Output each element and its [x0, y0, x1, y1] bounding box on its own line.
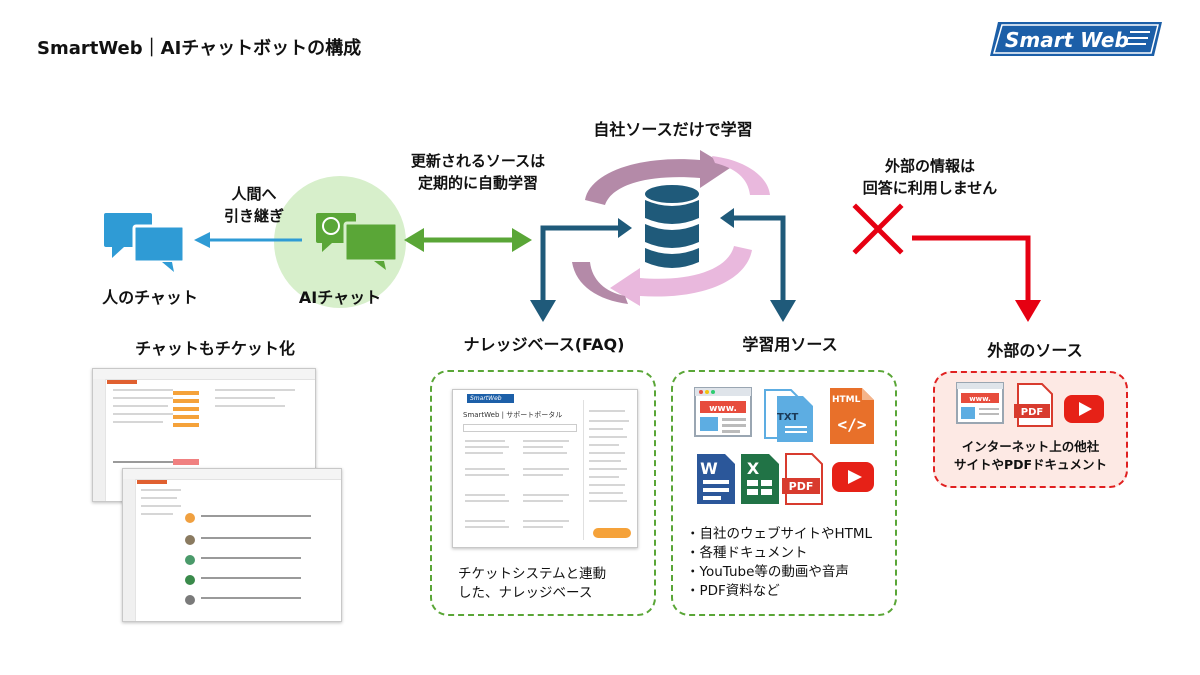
svg-text:X: X	[747, 459, 760, 478]
no-external-x-icon	[852, 203, 904, 255]
svg-text:www.: www.	[969, 395, 991, 403]
ai-chat-icon	[316, 213, 399, 270]
ticket-screenshot-2	[122, 468, 342, 622]
external-youtube-icon	[1064, 395, 1104, 423]
txt-file-icon: TXT	[763, 386, 815, 444]
svg-text:TXT: TXT	[777, 412, 799, 423]
portal-logo: SmartWeb	[467, 394, 514, 403]
support-portal-screenshot: SmartWeb SmartWeb | サポートポータル	[452, 389, 638, 548]
pdf-file-icon: PDF	[780, 452, 828, 506]
svg-text:PDF: PDF	[1021, 407, 1043, 418]
svg-text:PDF: PDF	[789, 480, 814, 493]
logo-text: Smart Web	[1005, 28, 1129, 52]
auto-learn-arrow	[404, 228, 532, 252]
external-desc: インターネット上の他社 サイトやPDFドキュメント	[953, 439, 1108, 472]
auto-learn-label: 更新されるソースは 定期的に自動学習	[410, 152, 546, 192]
external-website-icon: www.	[956, 382, 1004, 424]
smartweb-logo: Smart Web	[990, 22, 1162, 56]
website-icon: www.	[694, 387, 754, 439]
svg-text:HTML: HTML	[832, 395, 861, 405]
handover-arrow	[194, 232, 302, 248]
svg-text:</>: </>	[838, 415, 867, 434]
learning-cycle-icon	[572, 150, 770, 306]
knowledge-base-box	[430, 370, 656, 616]
handover-label: 人間へ 引き継ぎ	[223, 185, 284, 225]
database-icon	[645, 185, 699, 268]
portal-header: SmartWeb | サポートポータル	[463, 411, 563, 419]
learning-sources-label: 学習用ソース	[742, 335, 838, 354]
knowledge-base-desc: チケットシステムと連動 した、ナレッジベース	[458, 566, 607, 601]
own-source-label: 自社ソースだけで学習	[593, 120, 753, 139]
external-sources-label: 外部のソース	[987, 341, 1083, 360]
page-title: SmartWeb｜AIチャットボットの構成	[37, 38, 362, 59]
learning-sources-box	[671, 370, 897, 616]
svg-text:www.: www.	[709, 404, 737, 414]
learning-sources-list: ・自社のウェブサイトやHTML ・各種ドキュメント ・YouTube等の動画や音…	[686, 526, 873, 599]
human-chat-icon	[104, 213, 186, 272]
human-chat-label: 人のチャット	[102, 288, 198, 307]
kb-arrow	[540, 225, 628, 304]
html-file-icon: HTML </>	[828, 386, 876, 446]
word-file-icon: W	[695, 452, 737, 506]
external-pdf-icon: PDF	[1012, 382, 1056, 428]
ai-chat-label: AIチャット	[298, 288, 382, 307]
ticket-chat-label: チャットもチケット化	[135, 339, 295, 358]
excel-file-icon: X	[739, 452, 781, 506]
external-arrow	[912, 235, 1031, 304]
youtube-icon	[832, 462, 874, 492]
knowledge-base-label: ナレッジベース(FAQ)	[463, 335, 625, 354]
svg-text:W: W	[700, 459, 718, 478]
learning-arrow	[724, 215, 786, 304]
external-unused-label: 外部の情報は 回答に利用しません	[862, 157, 998, 197]
